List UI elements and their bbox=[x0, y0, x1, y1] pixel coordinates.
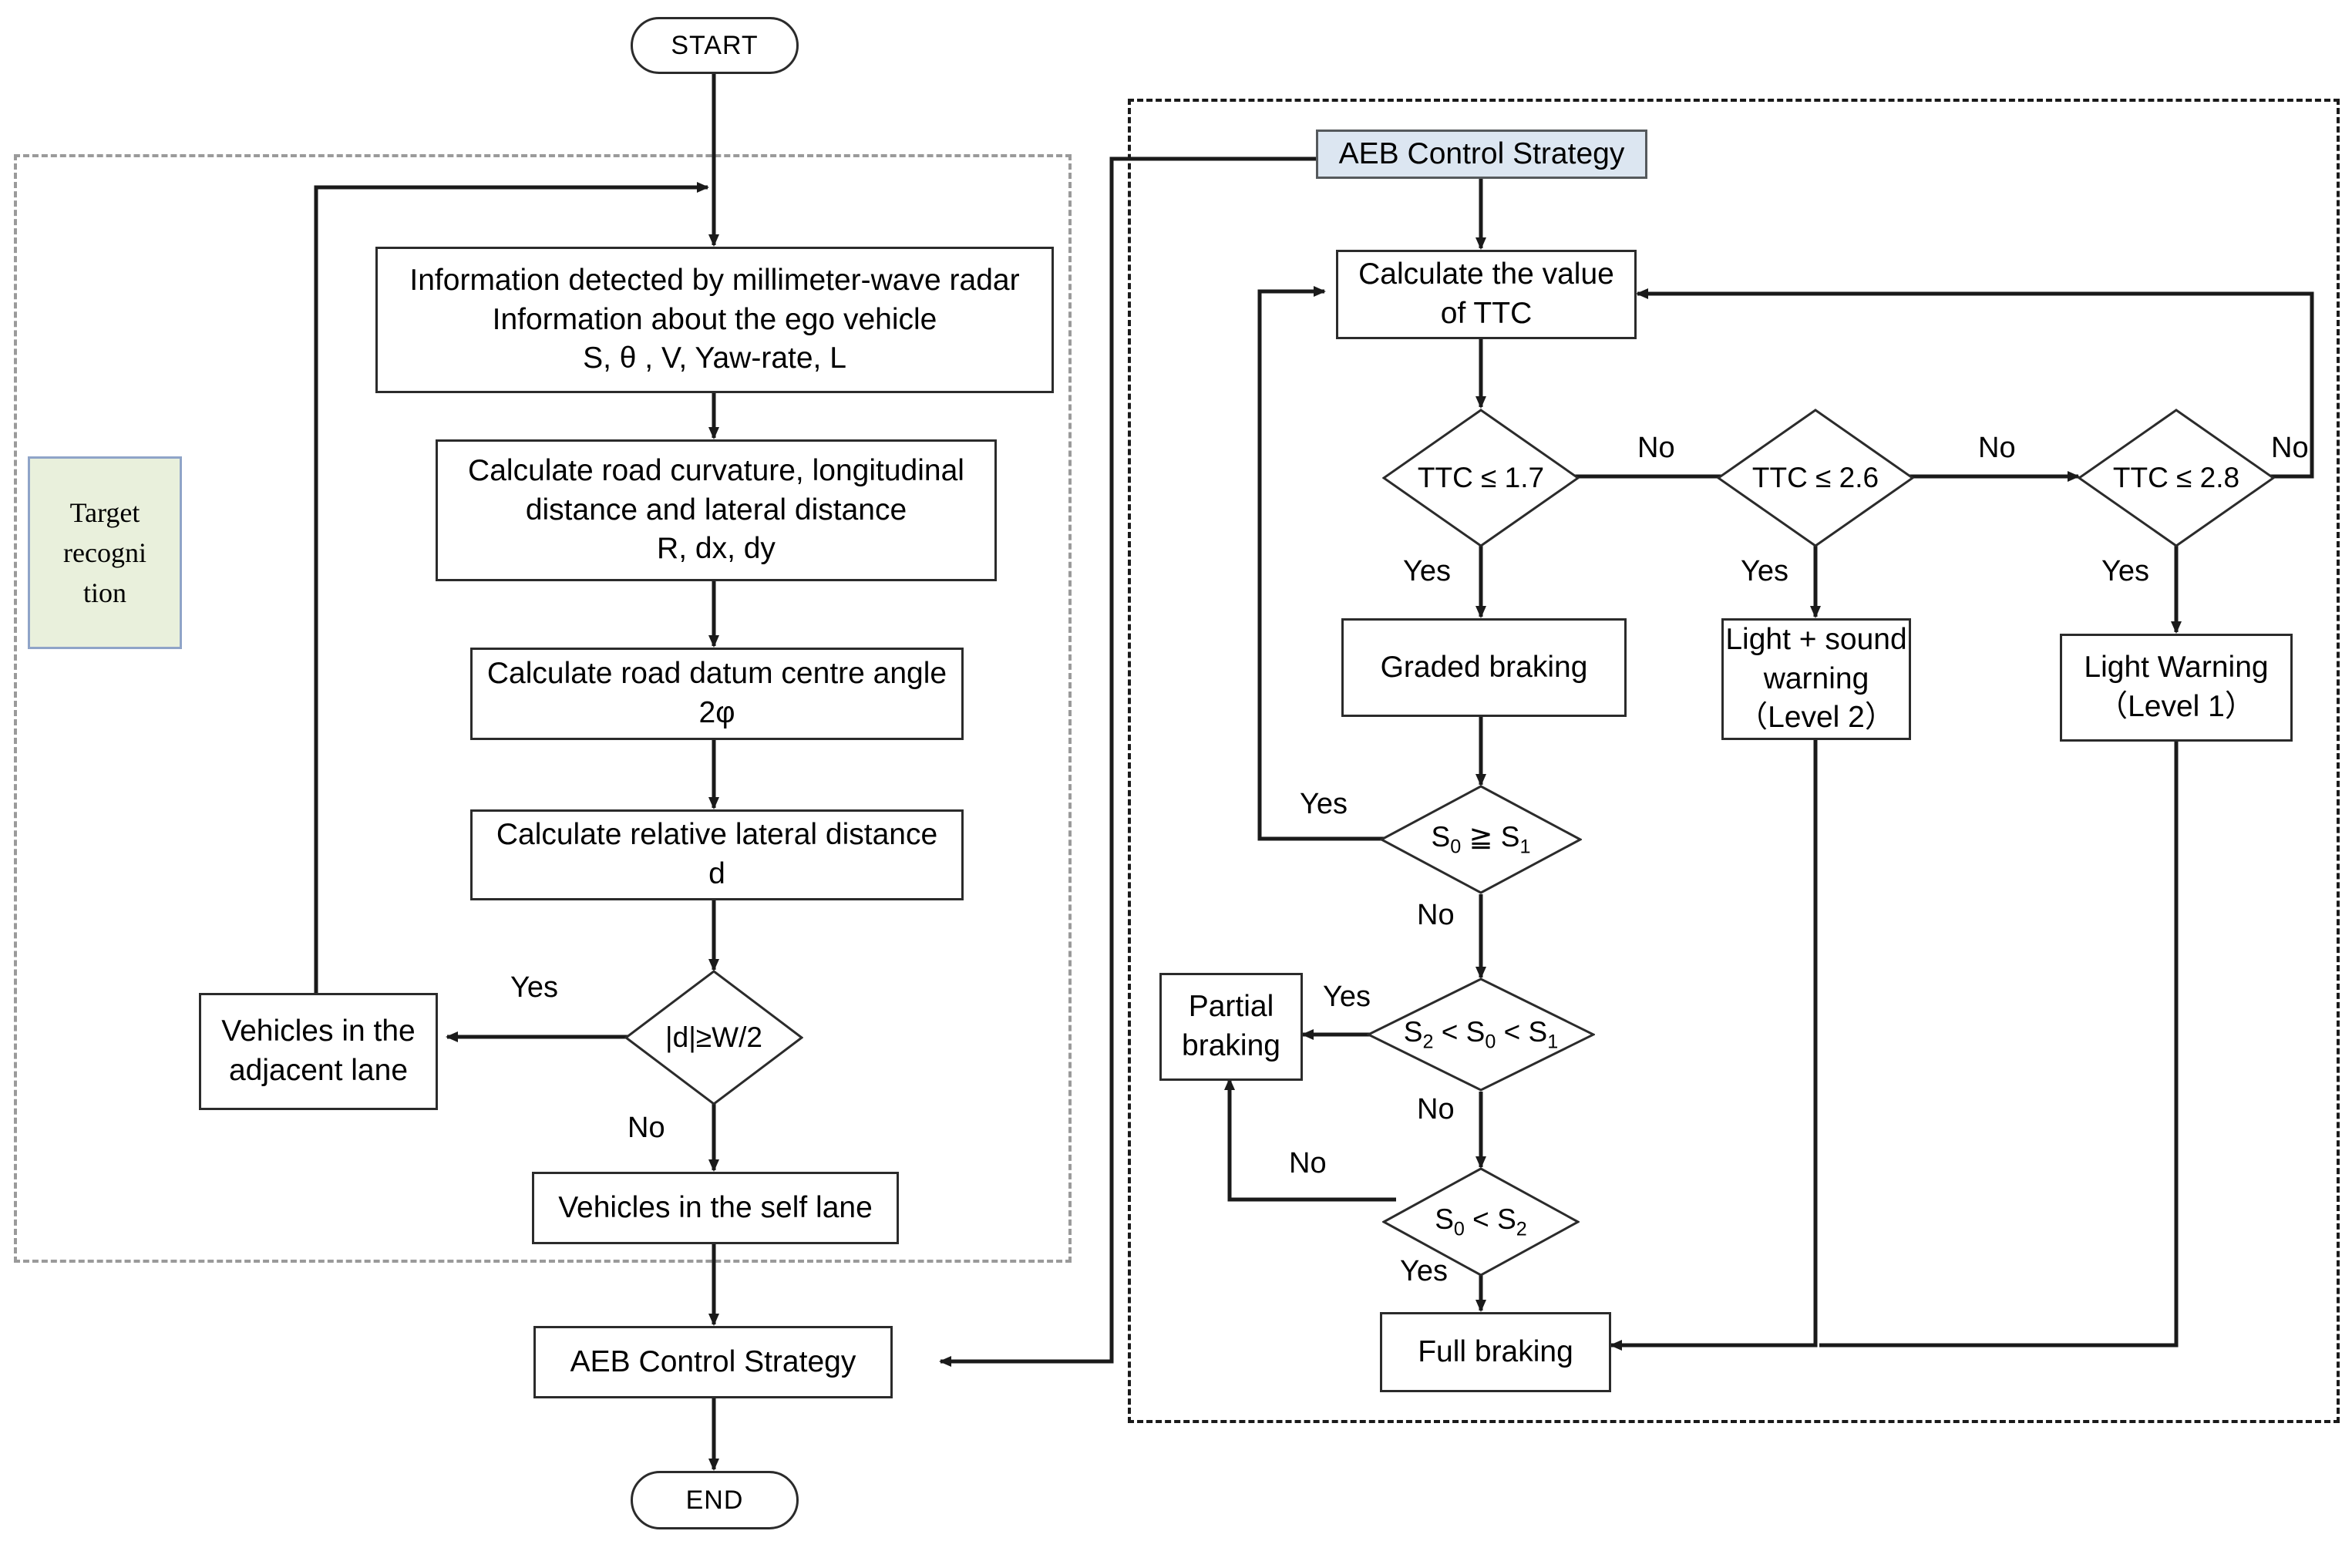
node-radar-info-line-2: Information about the ego vehicle bbox=[492, 302, 937, 336]
edge-label-s0s2-no: No bbox=[1289, 1147, 1327, 1179]
diamond-shape bbox=[1367, 977, 1595, 1092]
node-light-sound-warning-line-1: Light + sound bbox=[1725, 622, 1907, 656]
node-decision-lateral-threshold[interactable]: |d|≥W/2 bbox=[624, 970, 803, 1105]
node-decision-lateral-threshold-label: |d|≥W/2 bbox=[665, 1021, 762, 1053]
node-self-lane[interactable]: Vehicles in the self lane bbox=[532, 1172, 899, 1244]
node-aeb-strategy-bottom[interactable]: AEB Control Strategy bbox=[533, 1326, 893, 1398]
node-adjacent-lane[interactable]: Vehicles in the adjacent lane bbox=[199, 993, 438, 1110]
node-end[interactable]: END bbox=[631, 1471, 799, 1529]
edge-label-ttc17-no: No bbox=[1637, 432, 1675, 464]
node-light-warning-line-1: Light Warning bbox=[2084, 651, 2269, 685]
node-decision-ttc-1-7[interactable]: TTC ≤ 1.7 bbox=[1382, 409, 1580, 547]
node-radar-info-line-1: Information detected by millimeter-wave … bbox=[409, 263, 1020, 297]
node-calculate-ttc-line-1: Calculate the value bbox=[1358, 257, 1614, 291]
node-aeb-strategy-header[interactable]: AEB Control Strategy bbox=[1316, 130, 1647, 179]
node-graded-braking[interactable]: Graded braking bbox=[1341, 618, 1627, 717]
node-decision-ttc-1-7-label: TTC ≤ 1.7 bbox=[1417, 462, 1545, 493]
group-label-target-recognition: Target recogni tion bbox=[28, 456, 182, 649]
node-decision-s2-s0-s1[interactable]: S2 < S0 < S1 bbox=[1367, 977, 1595, 1092]
node-road-curvature[interactable]: Calculate road curvature, longitudinal d… bbox=[436, 439, 997, 581]
group-label-line-1: Target bbox=[69, 496, 140, 528]
node-partial-braking[interactable]: Partial braking bbox=[1159, 973, 1303, 1081]
node-light-sound-warning[interactable]: Light + sound warning （Level 2） bbox=[1721, 618, 1911, 740]
edge-label-s0s1-no: No bbox=[1417, 899, 1455, 931]
node-decision-s0-ge-s1[interactable]: S0 ≧ S1 bbox=[1380, 785, 1582, 894]
node-decision-s0-lt-s2[interactable]: S0 < S2 bbox=[1382, 1167, 1580, 1277]
node-radar-info[interactable]: Information detected by millimeter-wave … bbox=[375, 247, 1054, 393]
node-aeb-strategy-header-label: AEB Control Strategy bbox=[1338, 136, 1625, 170]
node-decision-ttc-2-6-label: TTC ≤ 2.6 bbox=[1751, 462, 1879, 493]
node-calculate-ttc-line-2: of TTC bbox=[1440, 297, 1533, 330]
node-adjacent-lane-line-1: Vehicles in the bbox=[221, 1014, 416, 1048]
node-radar-info-line-3: S, θ , V, Yaw-rate, L bbox=[583, 342, 846, 375]
diamond-shape bbox=[1717, 409, 1914, 547]
edge-label-s2s0s1-yes: Yes bbox=[1323, 981, 1371, 1013]
node-self-lane-label: Vehicles in the self lane bbox=[558, 1190, 873, 1224]
node-decision-s0-ge-s1-label: S0 ≧ S1 bbox=[1431, 821, 1531, 858]
node-datum-angle[interactable]: Calculate road datum centre angle 2φ bbox=[470, 648, 964, 740]
node-relative-lateral-line-1: Calculate relative lateral distance bbox=[496, 818, 938, 852]
node-start[interactable]: START bbox=[631, 17, 799, 74]
diamond-shape bbox=[624, 970, 803, 1105]
node-road-curvature-line-1: Calculate road curvature, longitudinal bbox=[468, 453, 964, 487]
aeb-control-strategy-region bbox=[1128, 99, 2340, 1423]
diamond-shape bbox=[1382, 409, 1580, 547]
node-relative-lateral-distance[interactable]: Calculate relative lateral distance d bbox=[470, 809, 964, 900]
node-light-sound-warning-line-2: warning bbox=[1763, 661, 1869, 695]
node-decision-ttc-2-8-label: TTC ≤ 2.8 bbox=[2112, 462, 2240, 493]
node-decision-s2-s0-s1-label: S2 < S0 < S1 bbox=[1403, 1015, 1559, 1053]
group-label-line-2: recogni bbox=[63, 537, 146, 568]
group-label-line-3: tion bbox=[82, 577, 126, 609]
node-partial-braking-line-2: braking bbox=[1182, 1029, 1280, 1062]
edge-label-d-yes: Yes bbox=[510, 971, 558, 1004]
node-light-warning[interactable]: Light Warning （Level 1） bbox=[2060, 634, 2293, 742]
node-decision-ttc-2-8[interactable]: TTC ≤ 2.8 bbox=[2078, 409, 2275, 547]
node-full-braking[interactable]: Full braking bbox=[1380, 1312, 1611, 1392]
diamond-shape bbox=[1382, 1167, 1580, 1277]
edge-label-s0s1-yes: Yes bbox=[1300, 788, 1348, 820]
edge-label-s0s2-yes: Yes bbox=[1400, 1255, 1448, 1287]
node-calculate-ttc[interactable]: Calculate the value of TTC bbox=[1336, 250, 1637, 339]
edge-label-s2s0s1-no: No bbox=[1417, 1093, 1455, 1126]
edge-label-ttc28-no: No bbox=[2271, 432, 2309, 464]
edge-label-ttc17-yes: Yes bbox=[1403, 555, 1451, 587]
node-full-braking-label: Full braking bbox=[1418, 1334, 1573, 1368]
node-start-label: START bbox=[671, 30, 759, 60]
node-relative-lateral-line-2: d bbox=[708, 857, 725, 890]
node-datum-angle-line-1: Calculate road datum centre angle bbox=[486, 657, 947, 691]
node-aeb-strategy-bottom-label: AEB Control Strategy bbox=[570, 1344, 856, 1378]
node-light-sound-warning-line-3: （Level 2） bbox=[1738, 701, 1895, 735]
diamond-shape bbox=[2078, 409, 2275, 547]
edge-label-d-no: No bbox=[628, 1112, 665, 1144]
node-datum-angle-line-2: 2φ bbox=[698, 696, 735, 729]
node-decision-ttc-2-6[interactable]: TTC ≤ 2.6 bbox=[1717, 409, 1914, 547]
node-end-label: END bbox=[685, 1485, 744, 1515]
diamond-shape bbox=[1380, 785, 1582, 894]
node-road-curvature-line-2: distance and lateral distance bbox=[525, 493, 907, 527]
edge-label-ttc28-yes: Yes bbox=[2101, 555, 2149, 587]
node-partial-braking-line-1: Partial bbox=[1188, 990, 1274, 1024]
node-adjacent-lane-line-2: adjacent lane bbox=[228, 1054, 409, 1087]
node-graded-braking-label: Graded braking bbox=[1380, 650, 1588, 684]
edge-label-ttc26-yes: Yes bbox=[1741, 555, 1788, 587]
node-light-warning-line-2: （Level 1） bbox=[2098, 690, 2255, 723]
node-road-curvature-line-3: R, dx, dy bbox=[657, 532, 776, 566]
node-decision-s0-lt-s2-label: S0 < S2 bbox=[1435, 1203, 1527, 1240]
edge-label-ttc26-no: No bbox=[1978, 432, 2016, 464]
